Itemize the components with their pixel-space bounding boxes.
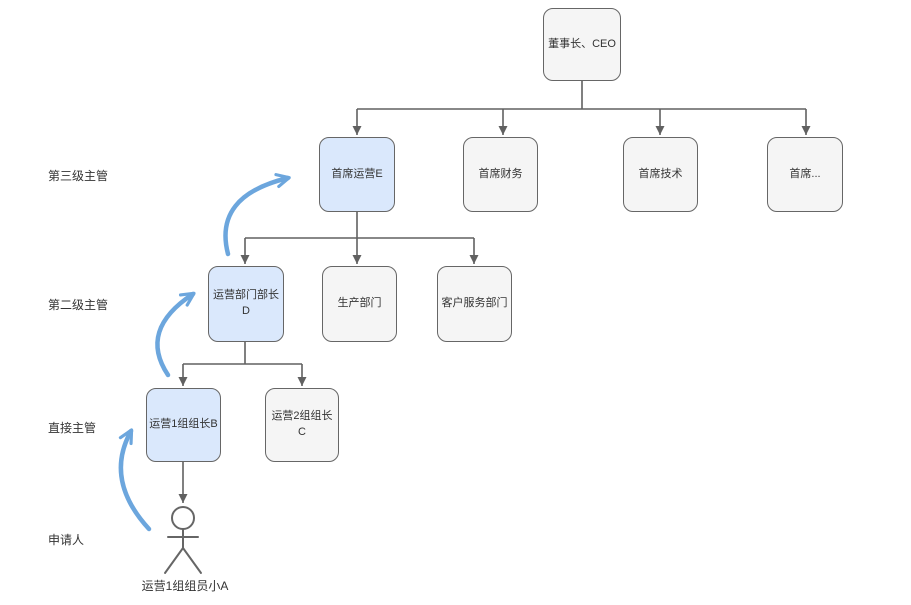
org-node-customer-service-dept: 客户服务部门 <box>437 266 512 342</box>
actor-figure <box>164 506 202 574</box>
org-node-ops-dept-head: 运营部门部长D <box>208 266 284 342</box>
escalation-arrow-second-to-third <box>223 173 291 257</box>
escalation-arrow-direct-to-second <box>155 291 196 378</box>
row-label-third-level-supervisor: 第三级主管 <box>48 169 109 183</box>
actor-legs <box>164 547 202 574</box>
escalation-arrow-applicant-to-direct <box>118 428 152 532</box>
org-node-cfo: 首席财务 <box>463 137 538 212</box>
actor-head <box>171 506 195 530</box>
org-node-ops-group2-leader: 运营2组组长C <box>265 388 339 462</box>
actor-caption: 运营1组组员小A <box>141 579 229 593</box>
org-node-cto: 首席技术 <box>623 137 698 212</box>
row-label-direct-supervisor: 直接主管 <box>48 421 97 435</box>
org-node-coo: 首席运营E <box>319 137 395 212</box>
org-node-production-dept: 生产部门 <box>322 266 397 342</box>
org-node-chief-other: 首席... <box>767 137 843 212</box>
org-node-ceo: 董事长、CEO <box>543 8 621 81</box>
tree-trunk-ceo <box>357 81 806 110</box>
row-label-applicant: 申请人 <box>48 533 85 547</box>
tree-trunk-coo <box>245 212 474 239</box>
row-label-second-level-supervisor: 第二级主管 <box>48 298 109 312</box>
tree-trunk-ops-dept <box>183 342 302 365</box>
org-node-ops-group1-leader: 运营1组组长B <box>146 388 221 462</box>
